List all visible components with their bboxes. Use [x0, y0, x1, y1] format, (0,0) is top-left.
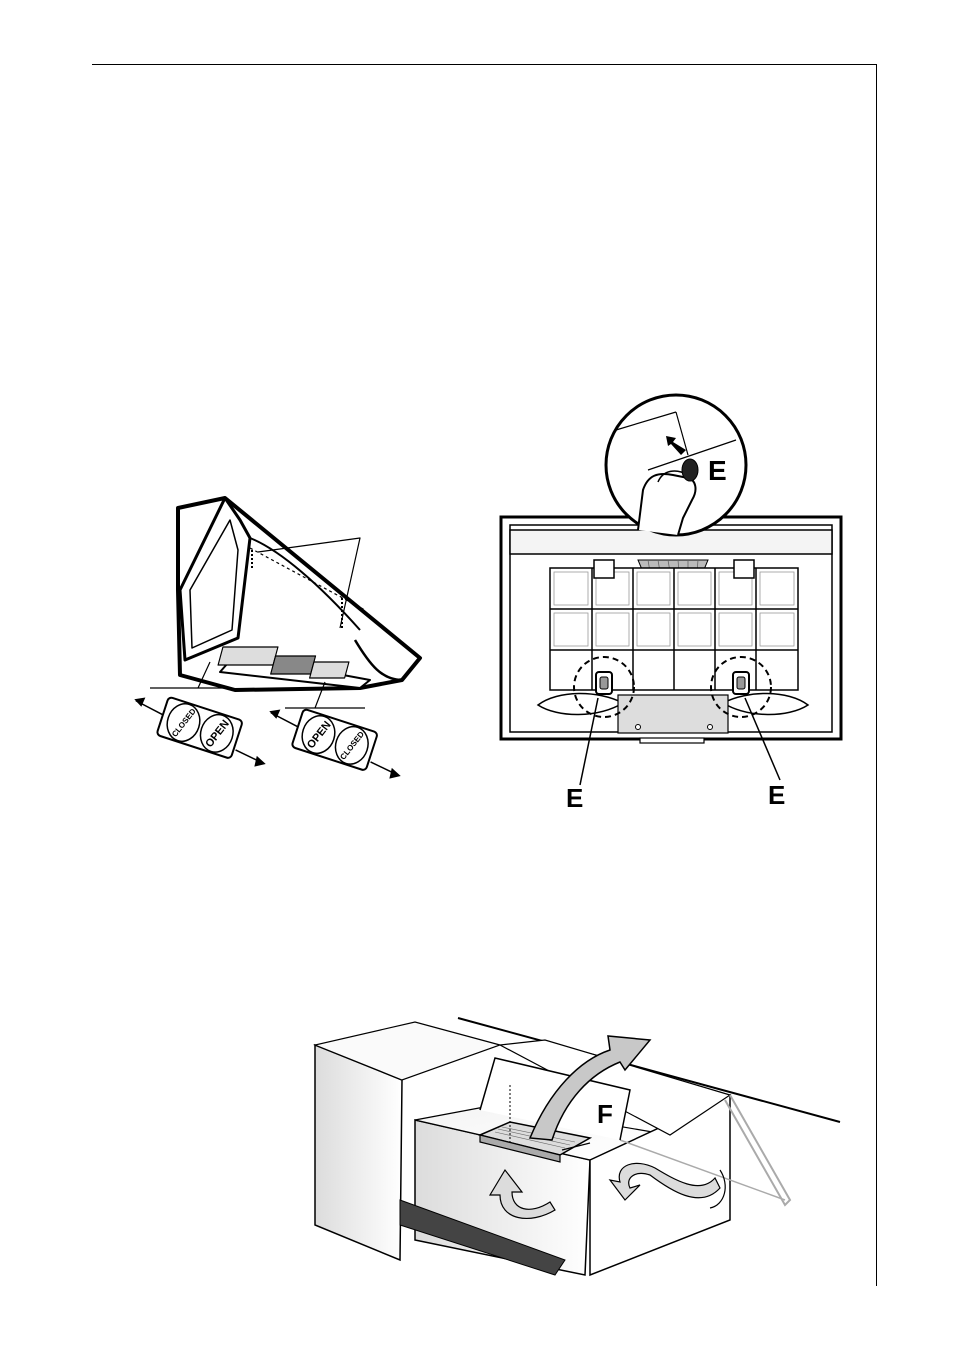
inset-detail-circle: E	[606, 395, 746, 535]
damper-tag-left: CLOSED OPEN	[126, 687, 276, 770]
hood-damper-illustration: CLOSED OPEN OPEN CLOSED	[120, 490, 420, 780]
page-frame-top-rule	[92, 64, 876, 65]
filter-removal-illustration: F	[290, 1010, 850, 1280]
damper-left	[218, 647, 278, 665]
damper-tag-right: OPEN CLOSED	[261, 699, 411, 782]
left-cabinet	[315, 1045, 402, 1260]
label-e-right: E	[768, 780, 785, 810]
filter-panel-illustration: E E E	[498, 400, 848, 820]
page-frame-right-rule	[876, 64, 877, 1286]
label-f: F	[597, 1099, 613, 1129]
damper-right	[310, 662, 349, 678]
label-e-left: E	[566, 783, 583, 813]
label-e-inset: E	[708, 455, 727, 486]
damper-center	[271, 656, 316, 674]
